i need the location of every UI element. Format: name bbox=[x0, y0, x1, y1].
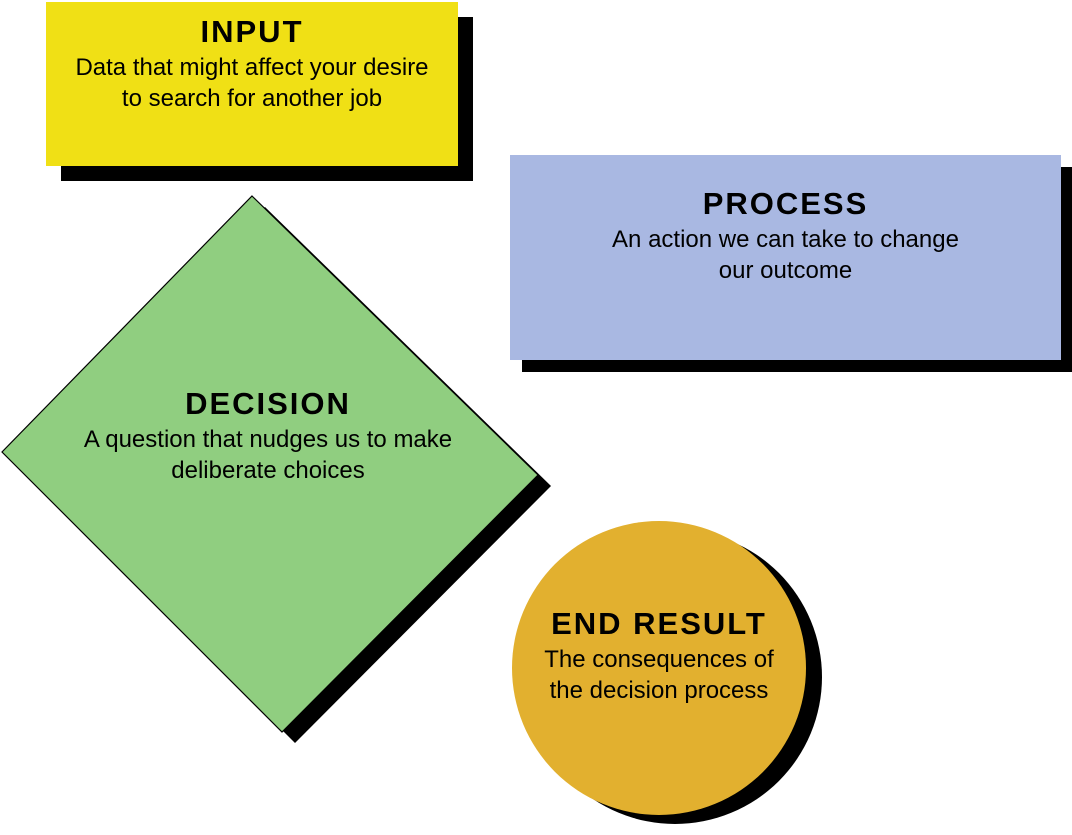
end-result-description-line1: The consequences of bbox=[544, 646, 774, 673]
input-node-text: INPUT Data that might affect your desire… bbox=[46, 12, 458, 114]
end-result-node-text: END RESULT The consequences of the decis… bbox=[511, 604, 807, 706]
decision-label: DECISION bbox=[185, 386, 351, 421]
decision-description-line2: deliberate choices bbox=[171, 457, 365, 484]
end-result-description-line2: the decision process bbox=[549, 677, 769, 704]
end-result-circle bbox=[512, 521, 806, 815]
input-description-line1: Data that might affect your desire bbox=[75, 54, 429, 81]
decision-description-line1: A question that nudges us to make bbox=[83, 426, 453, 453]
process-description-line1: An action we can take to change bbox=[612, 226, 959, 253]
decision-node-text: DECISION A question that nudges us to ma… bbox=[40, 384, 496, 486]
input-box bbox=[46, 2, 458, 166]
decision-diamond bbox=[1, 195, 539, 733]
input-description-line2: to search for another job bbox=[121, 85, 383, 112]
input-label: INPUT bbox=[200, 14, 304, 49]
process-node-text: PROCESS An action we can take to change … bbox=[510, 184, 1061, 286]
end-result-label: END RESULT bbox=[551, 606, 767, 641]
process-label: PROCESS bbox=[702, 186, 869, 221]
process-description-line2: our outcome bbox=[718, 257, 853, 284]
process-box bbox=[510, 155, 1061, 360]
